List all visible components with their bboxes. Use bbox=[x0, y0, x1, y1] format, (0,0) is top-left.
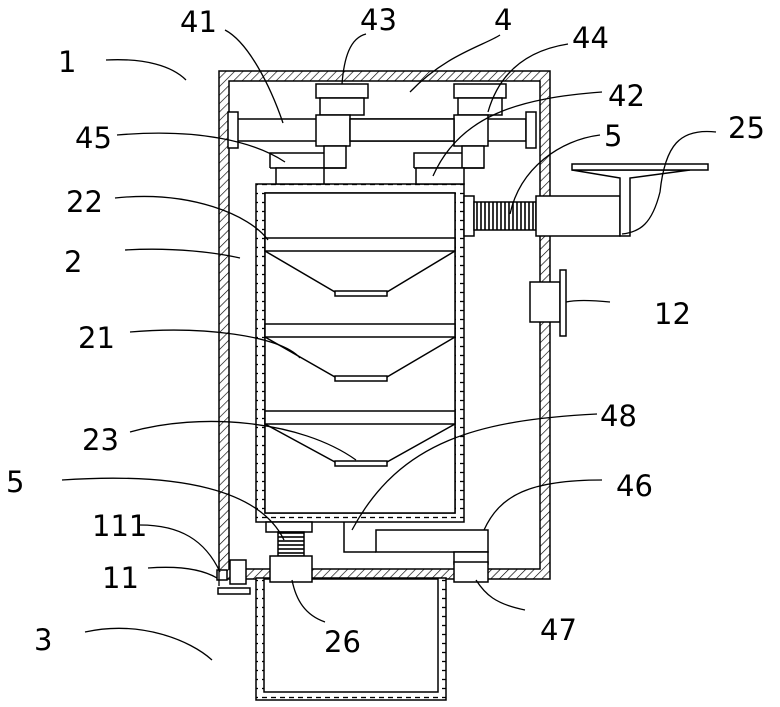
label-2: 2 bbox=[64, 245, 82, 279]
sieve-chamber bbox=[256, 184, 464, 522]
label-23: 23 bbox=[82, 423, 119, 457]
bottom-outlet bbox=[266, 522, 312, 582]
label-4: 4 bbox=[494, 3, 512, 37]
label-42: 42 bbox=[608, 79, 645, 113]
label-3: 3 bbox=[34, 623, 52, 657]
label-41: 41 bbox=[180, 5, 217, 39]
label-5-bottom: 5 bbox=[6, 465, 24, 499]
label-46: 46 bbox=[616, 469, 653, 503]
label-111: 111 bbox=[92, 509, 147, 543]
label-21: 21 bbox=[78, 321, 115, 355]
feed-inlet bbox=[464, 164, 708, 236]
label-48: 48 bbox=[600, 399, 637, 433]
label-44: 44 bbox=[572, 21, 609, 55]
label-25: 25 bbox=[728, 111, 765, 145]
label-22: 22 bbox=[66, 185, 103, 219]
label-11: 11 bbox=[102, 561, 139, 595]
label-26: 26 bbox=[324, 625, 361, 659]
label-47: 47 bbox=[540, 613, 577, 647]
label-45: 45 bbox=[75, 121, 112, 155]
label-5-top: 5 bbox=[604, 119, 622, 153]
label-1: 1 bbox=[58, 45, 76, 79]
label-12: 12 bbox=[654, 297, 691, 331]
label-43: 43 bbox=[360, 3, 397, 37]
